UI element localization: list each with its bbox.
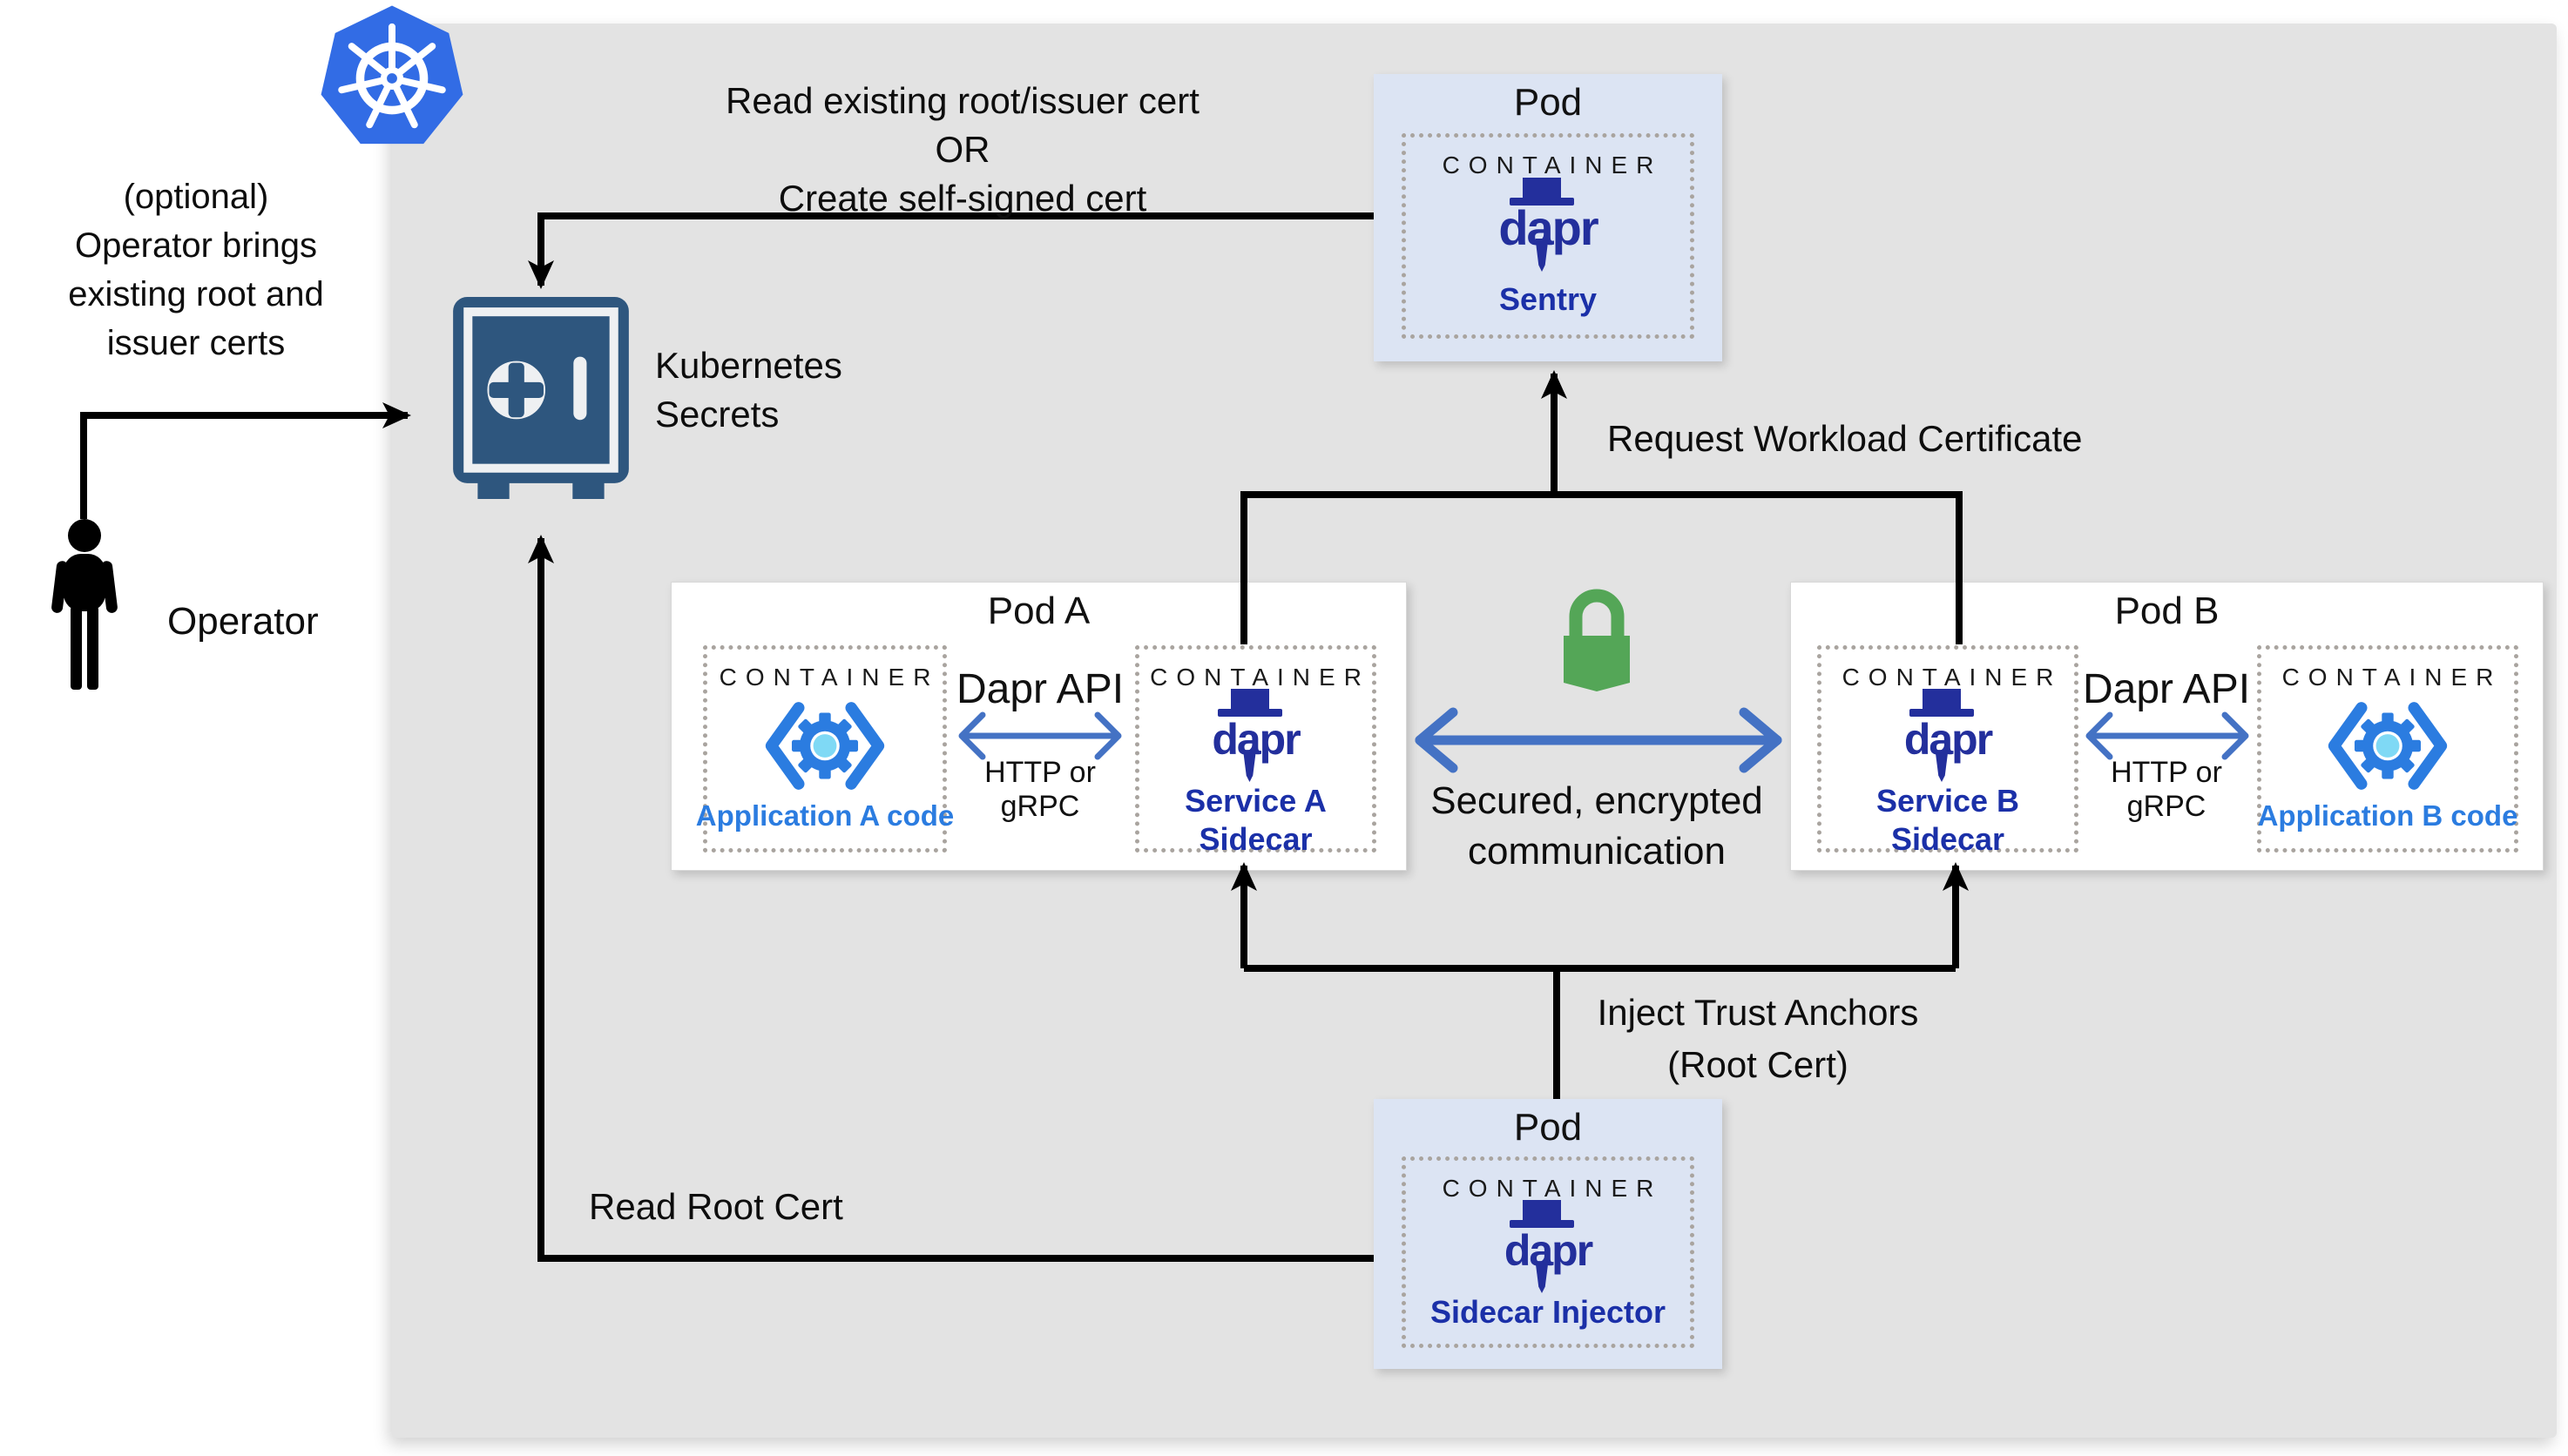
read-or-create-note: Read existing root/issuer cert OR Create… [649, 77, 1276, 223]
pod-b-app-container: CONTAINER [2257, 645, 2518, 853]
sentry-name: Sentry [1498, 281, 1598, 317]
sidecar-injector-pod: Pod CONTAINER dapr Sidecar Injector [1374, 1099, 1722, 1369]
padlock-icon [1544, 582, 1649, 704]
label-line: Inject Trust Anchors [1597, 992, 1919, 1033]
pod-a: Pod A CONTAINER [671, 582, 1407, 871]
kubernetes-secrets-label: Kubernetes Secrets [655, 341, 842, 439]
note-line: Read existing root/issuer cert [726, 80, 1200, 121]
label-line: Service A [1185, 783, 1327, 819]
label-line: Secured, encrypted [1430, 779, 1763, 822]
request-workload-cert-label: Request Workload Certificate [1607, 418, 2083, 459]
pod-b-dapr-api-label: Dapr API [2082, 666, 2251, 712]
pod-b-sidecar-container: CONTAINER dapr Service B Sidecar [1817, 645, 2078, 857]
pod-a-app-container: CONTAINER [696, 645, 954, 853]
dapr-logo: dapr [1478, 178, 1618, 280]
container-label: CONTAINER [1150, 664, 1370, 691]
application-code-icon [2315, 692, 2461, 799]
dapr-wordmark: dapr [1903, 715, 1993, 765]
pod-a-title: Pod A [987, 590, 1091, 632]
dapr-tie-icon [1535, 239, 1549, 272]
dapr-hat-icon [1217, 689, 1282, 718]
note-line: issuer certs [106, 324, 286, 362]
pod-b-title: Pod B [2114, 590, 2220, 632]
container-label: CONTAINER [1442, 1175, 1663, 1202]
dapr-hat-icon [1510, 178, 1574, 206]
note-line: OR [935, 129, 990, 170]
note-line: (optional) [123, 178, 269, 216]
read-root-cert-label: Read Root Cert [589, 1186, 843, 1227]
label-line: Sidecar [1199, 821, 1313, 857]
kubernetes-secrets-vault-icon [453, 297, 629, 499]
sidecar-injector-name: Sidecar Injector [1429, 1294, 1666, 1330]
operator-person-icon [38, 517, 131, 691]
label-line: Sidecar [1890, 821, 2005, 857]
container-label: CONTAINER [719, 664, 940, 691]
container-label: CONTAINER [2281, 664, 2503, 691]
dapr-tie-icon [1535, 1261, 1549, 1293]
dapr-tie-icon [1243, 750, 1256, 782]
service-b-sidecar-label: Service B Sidecar [1876, 782, 2019, 859]
dapr-wordmark: dapr [1504, 1226, 1593, 1276]
label-line: Secrets [655, 394, 780, 435]
sentry-container: CONTAINER dapr Sentry [1402, 133, 1694, 339]
sentry-pod: Pod CONTAINER dapr Sentry [1374, 74, 1722, 361]
pod-a-protocol-label: HTTP or gRPC [984, 756, 1096, 823]
injector-container: CONTAINER dapr Sidecar Injector [1402, 1156, 1694, 1348]
application-b-label: Application B code [2257, 799, 2518, 832]
dapr-logo: dapr [1878, 689, 2017, 782]
secured-communication-label: Secured, encrypted communication [1379, 776, 1814, 877]
application-a-label: Application A code [695, 799, 955, 832]
arrow-operator-to-secrets [80, 402, 411, 519]
dapr-logo: dapr [1478, 1200, 1618, 1293]
pod-a-dapr-api-label: Dapr API [956, 666, 1125, 712]
dapr-hat-icon [1909, 689, 1974, 718]
application-code-icon [752, 692, 898, 799]
pod-a-sidecar-container: CONTAINER dapr Service A Sidecar [1135, 645, 1376, 857]
label-line: (Root Cert) [1667, 1044, 1848, 1085]
label-line: Kubernetes [655, 345, 842, 386]
label-line: Service B [1875, 783, 2020, 819]
dapr-hat-icon [1510, 1200, 1574, 1229]
service-a-sidecar-label: Service A Sidecar [1185, 782, 1327, 859]
note-line: existing root and [68, 275, 324, 313]
inject-trust-anchors-label: Inject Trust Anchors (Root Cert) [1575, 987, 1941, 1091]
container-label: CONTAINER [1442, 152, 1663, 179]
label-line: communication [1468, 830, 1726, 873]
pod-b: Pod B CONTAINER dapr Service B Sidecar C… [1790, 582, 2544, 871]
sentry-pod-title: Pod [1513, 81, 1583, 124]
injector-pod-title: Pod [1513, 1106, 1583, 1149]
kubernetes-logo-icon [316, 3, 468, 154]
dapr-logo: dapr [1186, 689, 1326, 782]
optional-operator-note: (optional) Operator brings existing root… [22, 172, 370, 367]
container-label: CONTAINER [1842, 664, 2063, 691]
pod-b-protocol-label: HTTP or gRPC [2111, 756, 2222, 823]
note-line: Create self-signed cert [778, 178, 1147, 219]
dapr-wordmark: dapr [1498, 200, 1598, 255]
dapr-tie-icon [1935, 750, 1949, 782]
operator-label: Operator [167, 600, 319, 643]
dapr-wordmark: dapr [1212, 715, 1301, 765]
note-line: Operator brings [75, 226, 317, 265]
